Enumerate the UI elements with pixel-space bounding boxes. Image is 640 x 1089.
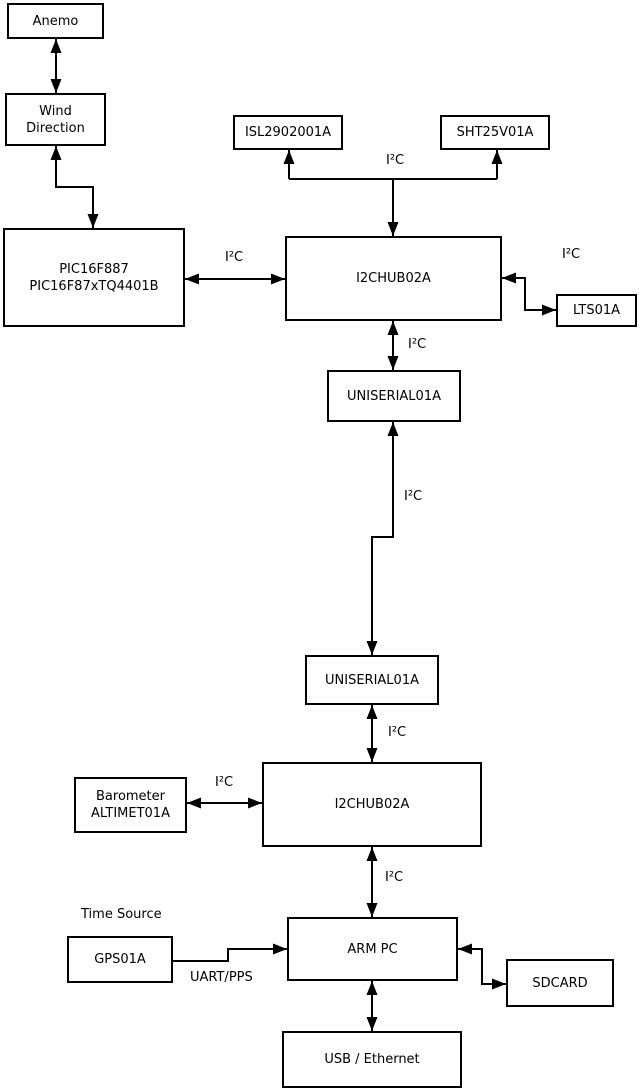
node-i2c-hub-lower: I2CHUB02A (262, 762, 482, 847)
node-uniserial-upper: UNISERIAL01A (327, 370, 461, 422)
node-wind-direction: Wind Direction (5, 93, 106, 146)
edge-label-i2c-uniserial-hub-low: I²C (388, 725, 407, 740)
edge-winddirection-pic (50, 146, 99, 228)
edge-label-i2c-hub-arm: I²C (385, 870, 404, 885)
node-anemo: Anemo (7, 3, 104, 39)
edge-armpc-sdcard (458, 943, 506, 990)
edge-label-i2c-lts: I²C (562, 247, 581, 262)
edge-label-i2c-uniserial-link: I²C (404, 489, 423, 504)
node-pic-controller: PIC16F887 PIC16F87xTQ4401B (3, 228, 185, 327)
node-sht-sensor: SHT25V01A (440, 115, 550, 150)
node-usb-ethernet: USB / Ethernet (282, 1031, 462, 1088)
node-uniserial-lower: UNISERIAL01A (305, 655, 439, 705)
edge-gps-armpc (173, 943, 287, 962)
edge-label-i2c-barometer: I²C (215, 775, 234, 790)
edge-label-i2c-sensor-bus: I²C (386, 153, 405, 168)
edge-label-i2c-hub-uniserial: I²C (408, 337, 427, 352)
edge-label-i2c-pic-hub: I²C (225, 250, 244, 265)
node-sdcard: SDCARD (506, 959, 614, 1007)
node-isl-sensor: ISL2902001A (233, 115, 343, 150)
edge-label-uart-pps: UART/PPS (190, 970, 253, 985)
edge-i2chub-upper-lts (502, 272, 556, 316)
edge-uniserial-upper-uniserial-lower (366, 422, 399, 655)
node-barometer: Barometer ALTIMET01A (74, 777, 187, 833)
node-lts-sensor: LTS01A (556, 294, 637, 327)
node-gps: GPS01A (67, 936, 173, 983)
node-arm-pc: ARM PC (287, 917, 458, 981)
edge-label-time-source: Time Source (81, 907, 162, 922)
node-i2c-hub-upper: I2CHUB02A (285, 236, 502, 321)
